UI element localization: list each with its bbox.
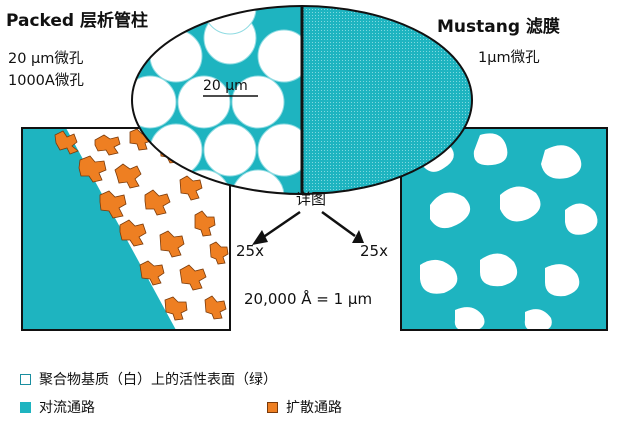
- legend-swatch-teal: [20, 401, 31, 413]
- polymer-matrix: [420, 133, 598, 330]
- left-zoom-label: 25x: [236, 242, 264, 260]
- membrane-detail-box: [400, 127, 608, 331]
- right-sub: 1µm微孔: [478, 50, 540, 66]
- legend-label-convective: 对流通路: [39, 400, 95, 416]
- detail-ellipse: [131, 5, 473, 195]
- scale-label: 20 µm: [203, 78, 248, 94]
- membrane-half: [302, 6, 472, 194]
- convective-channel: [22, 128, 176, 330]
- left-sub-1: 20 µm微孔: [8, 51, 84, 67]
- legend-swatch-outline: [20, 373, 31, 385]
- detail-label: 详图: [296, 190, 327, 208]
- legend-item-matrix: 聚合物基质（白）上的活性表面（绿）: [20, 369, 277, 389]
- legend-swatch-orange: [267, 401, 278, 413]
- left-sub-2: 1000A微孔: [8, 73, 84, 89]
- legend-item-diffusive: 扩散通路: [267, 397, 342, 417]
- legend-item-convective: 对流通路: [20, 397, 95, 417]
- left-title: Packed 层析管柱: [6, 11, 149, 31]
- zoom-arrows: [252, 210, 364, 245]
- right-title: Mustang 滤膜: [437, 17, 560, 37]
- legend-label-diffusive: 扩散通路: [286, 400, 342, 416]
- equation-label: 20,000 Å = 1 µm: [244, 290, 373, 308]
- legend-label-matrix: 聚合物基质（白）上的活性表面（绿）: [39, 372, 277, 388]
- arrow-right-head: [352, 230, 364, 243]
- right-zoom-label: 25x: [360, 242, 388, 260]
- arrow-left-head: [252, 230, 268, 245]
